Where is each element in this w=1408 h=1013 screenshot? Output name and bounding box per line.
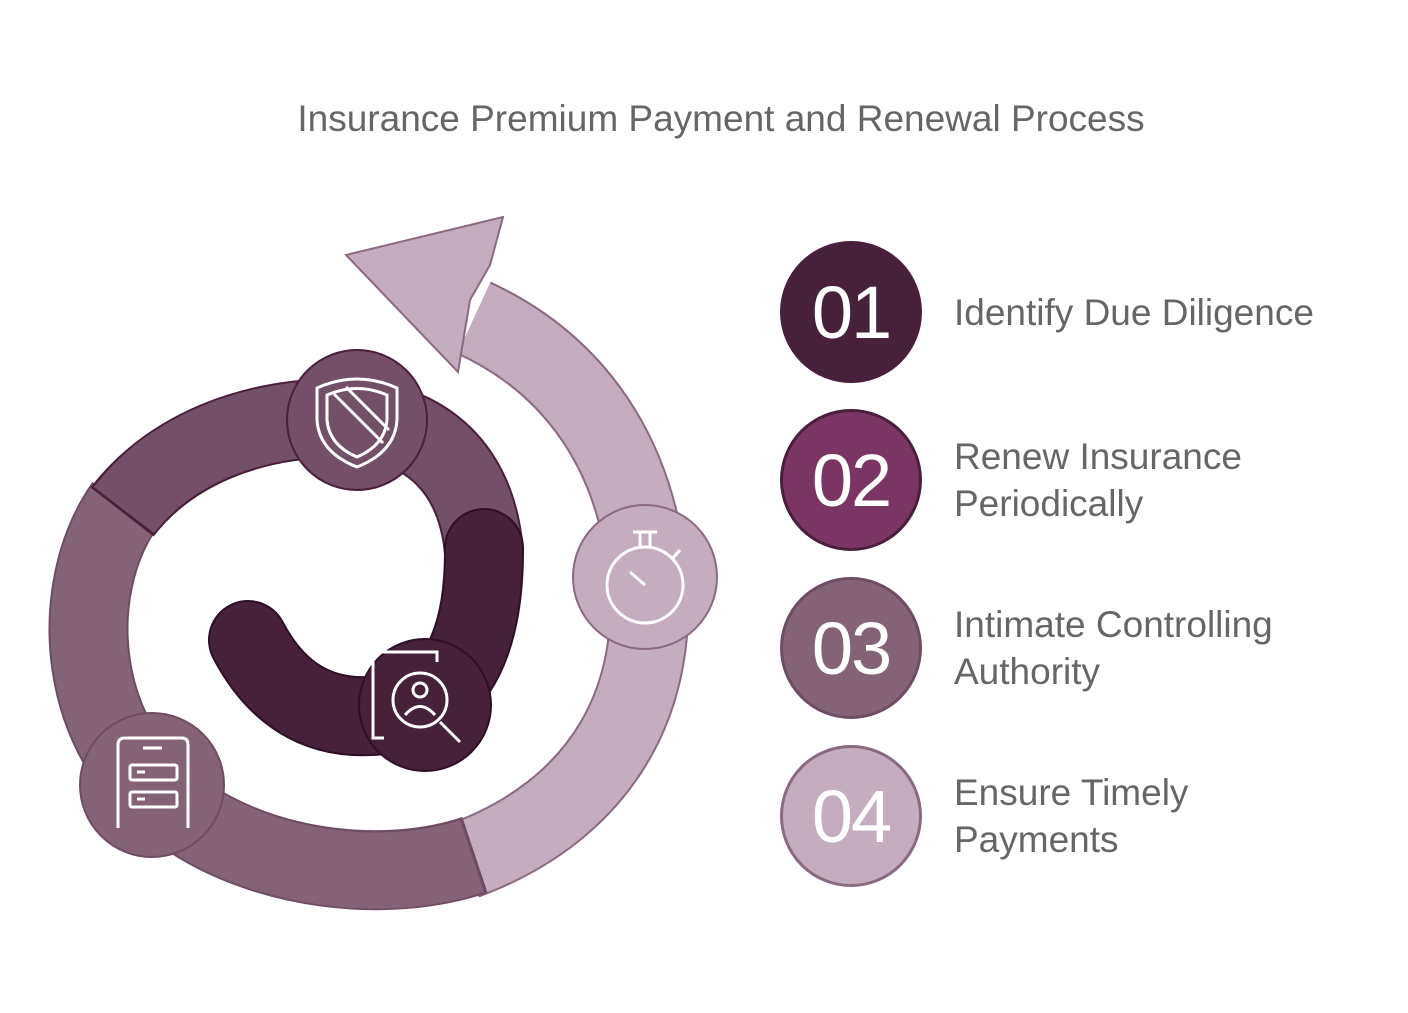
step-4: 04 Ensure Timely Payments [780,745,1254,887]
page-title: Insurance Premium Payment and Renewal Pr… [297,98,1145,139]
stopwatch-hub [572,504,718,650]
step-label: Intimate Controlling Authority [954,604,1273,692]
step-label: Renew Insurance Periodically [954,436,1242,524]
stopwatch-icon [605,530,685,625]
step-2: 02 Renew Insurance Periodically [780,409,1284,551]
step-number-badge: 01 [780,241,922,383]
step-number-badge: 04 [780,745,922,887]
step-number-badge: 02 [780,409,922,551]
step-label: Ensure Timely Payments [954,772,1189,860]
shield-hub [286,349,428,491]
cabinet-hub [79,712,225,858]
user-search-icon [371,650,462,744]
step-label: Identify Due Diligence [954,291,1314,333]
step-1: 01 Identify Due Diligence [780,241,1374,383]
step-number-badge: 03 [780,577,922,719]
step-3: 03 Intimate Controlling Authority [780,577,1334,719]
shield-icon [315,377,399,469]
filing-cabinet-icon [116,736,190,828]
search-hub [358,638,492,772]
arrow-head [344,215,505,375]
